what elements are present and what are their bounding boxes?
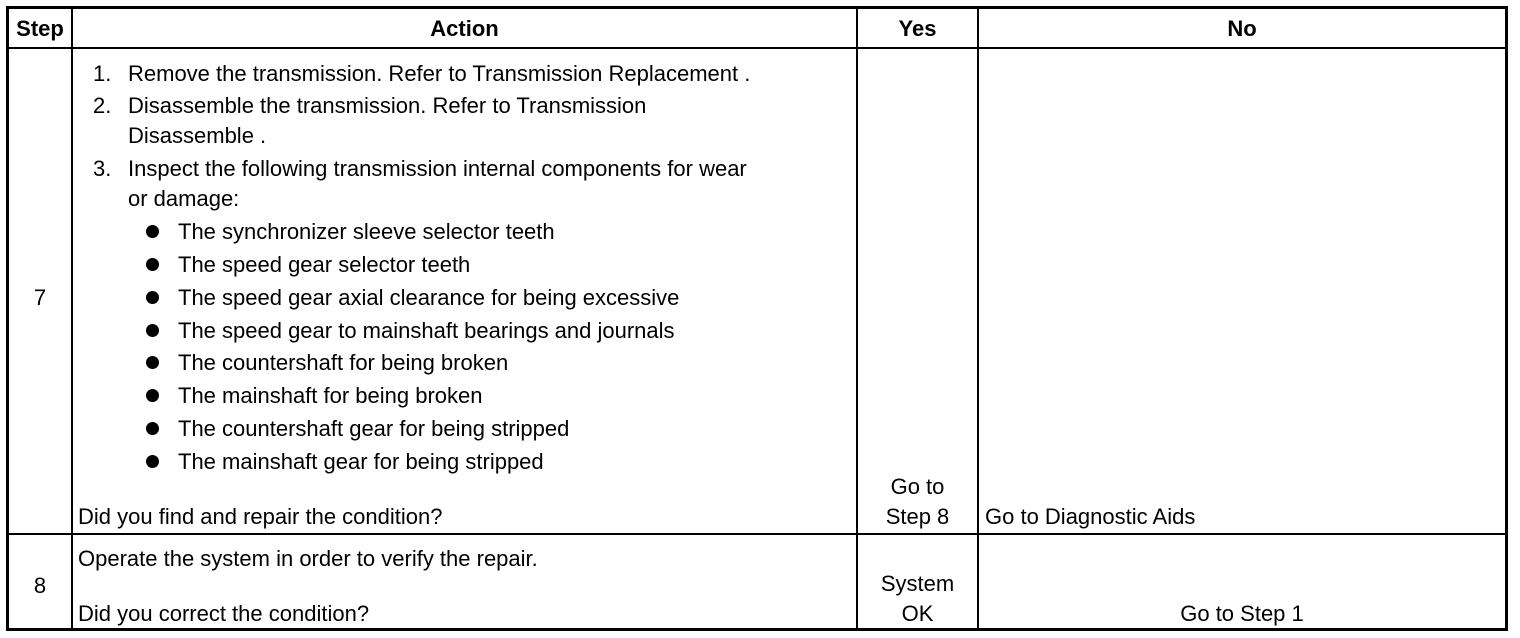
list-item-continued: or damage:: [128, 186, 240, 211]
bullet-icon: [146, 455, 159, 468]
row-divider: [9, 533, 1505, 535]
list-number: 3.: [93, 156, 112, 181]
bullet-item: The synchronizer sleeve selector teeth: [178, 219, 555, 244]
bullet-icon: [146, 356, 159, 369]
bullet-icon: [146, 225, 159, 238]
header-yes: Yes: [898, 16, 937, 41]
bullet-item: The mainshaft gear for being stripped: [178, 449, 544, 474]
no-action: Go to Step 1: [1180, 601, 1304, 626]
question-text: Did you find and repair the condition?: [78, 504, 443, 529]
bullet-icon: [146, 324, 159, 337]
row-divider: [9, 47, 1505, 49]
step-number: 8: [33, 573, 47, 598]
bullet-icon: [146, 422, 159, 435]
column-divider: [977, 9, 979, 628]
yes-action: Go to: [890, 474, 945, 499]
list-number: 1.: [93, 61, 112, 86]
bullet-item: The speed gear axial clearance for being…: [178, 285, 680, 310]
list-item: Inspect the following transmission inter…: [128, 156, 747, 181]
bullet-item: The speed gear selector teeth: [178, 252, 471, 277]
action-text: Operate the system in order to verify th…: [78, 546, 538, 571]
header-no: No: [1227, 16, 1257, 41]
list-item: Disassemble the transmission. Refer to T…: [128, 93, 647, 118]
header-step: Step: [16, 16, 64, 41]
list-number: 2.: [93, 93, 112, 118]
bullet-item: The countershaft gear for being stripped: [178, 416, 570, 441]
column-divider: [856, 9, 858, 628]
bullet-item: The mainshaft for being broken: [178, 383, 483, 408]
yes-action: System: [880, 571, 955, 596]
yes-action: OK: [901, 601, 934, 626]
column-divider: [71, 9, 73, 628]
bullet-icon: [146, 258, 159, 271]
yes-action: Step 8: [885, 504, 950, 529]
diagnostic-table: Step Action Yes No 7 1. Remove the trans…: [6, 6, 1508, 631]
step-number: 7: [33, 285, 47, 310]
question-text: Did you correct the condition?: [78, 601, 370, 626]
list-item-continued: Disassemble .: [128, 123, 267, 148]
bullet-icon: [146, 389, 159, 402]
bullet-icon: [146, 291, 159, 304]
no-action: Go to Diagnostic Aids: [985, 504, 1196, 529]
bullet-item: The speed gear to mainshaft bearings and…: [178, 318, 675, 343]
header-action: Action: [430, 16, 499, 41]
bullet-item: The countershaft for being broken: [178, 350, 509, 375]
list-item: Remove the transmission. Refer to Transm…: [128, 61, 751, 86]
